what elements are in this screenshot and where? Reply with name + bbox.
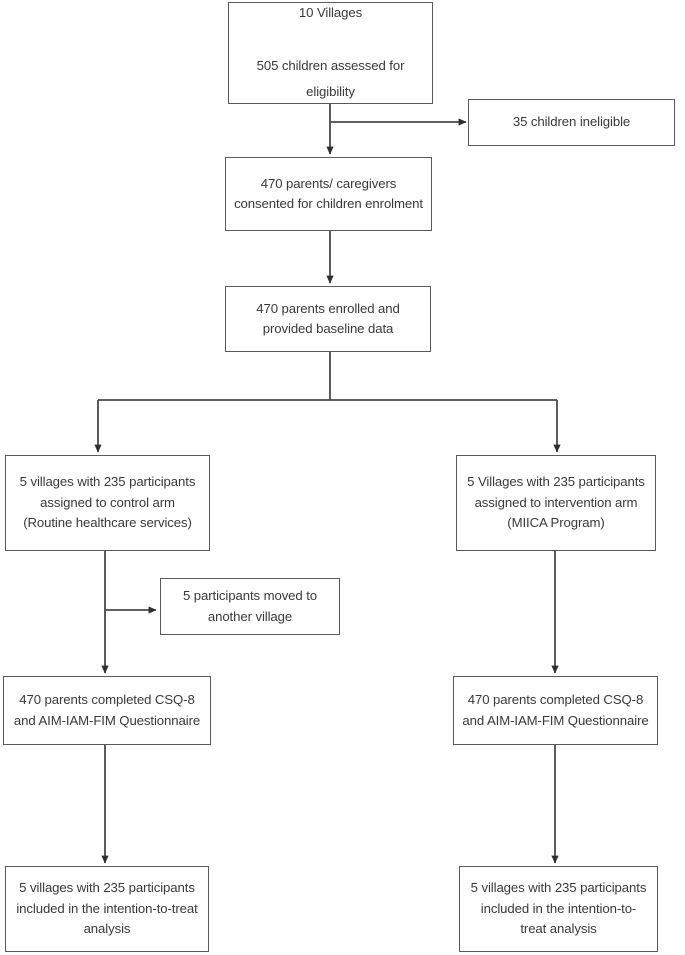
node-control-followup-label: 470 parents completed CSQ-8 and AIM-IAM-…: [13, 692, 201, 728]
node-control-allocation-label: 5 villages with 235 participants assigne…: [19, 474, 196, 531]
node-intervention-allocation-label: 5 Villages with 235 participants assigne…: [467, 474, 645, 531]
node-intervention-allocation: 5 Villages with 235 participants assigne…: [456, 455, 656, 551]
node-baseline: 470 parents enrolled and provided baseli…: [225, 286, 431, 352]
node-control-analysis-label: 5 villages with 235 participants include…: [16, 880, 198, 937]
node-baseline-label: 470 parents enrolled and provided baseli…: [256, 300, 400, 336]
node-participants-moved-label: 5 participants moved to another village: [182, 588, 318, 624]
node-enrollment-label: 10 Villages 505 children assessed for el…: [256, 5, 405, 100]
node-consented: 470 parents/ caregivers consented for ch…: [225, 157, 432, 231]
node-participants-moved: 5 participants moved to another village: [160, 578, 340, 635]
node-intervention-followup: 470 parents completed CSQ-8 and AIM-IAM-…: [453, 676, 658, 745]
node-control-analysis: 5 villages with 235 participants include…: [5, 866, 209, 952]
node-ineligible: 35 children ineligible: [468, 99, 675, 146]
node-intervention-followup-label: 470 parents completed CSQ-8 and AIM-IAM-…: [462, 692, 649, 728]
node-control-allocation: 5 villages with 235 participants assigne…: [5, 455, 210, 551]
node-consented-label: 470 parents/ caregivers consented for ch…: [234, 175, 423, 211]
node-intervention-analysis-label: 5 villages with 235 participants include…: [470, 880, 647, 937]
node-control-followup: 470 parents completed CSQ-8 and AIM-IAM-…: [3, 676, 211, 745]
node-ineligible-label: 35 children ineligible: [512, 114, 631, 130]
node-enrollment: 10 Villages 505 children assessed for el…: [228, 2, 433, 104]
node-intervention-analysis: 5 villages with 235 participants include…: [459, 866, 658, 952]
